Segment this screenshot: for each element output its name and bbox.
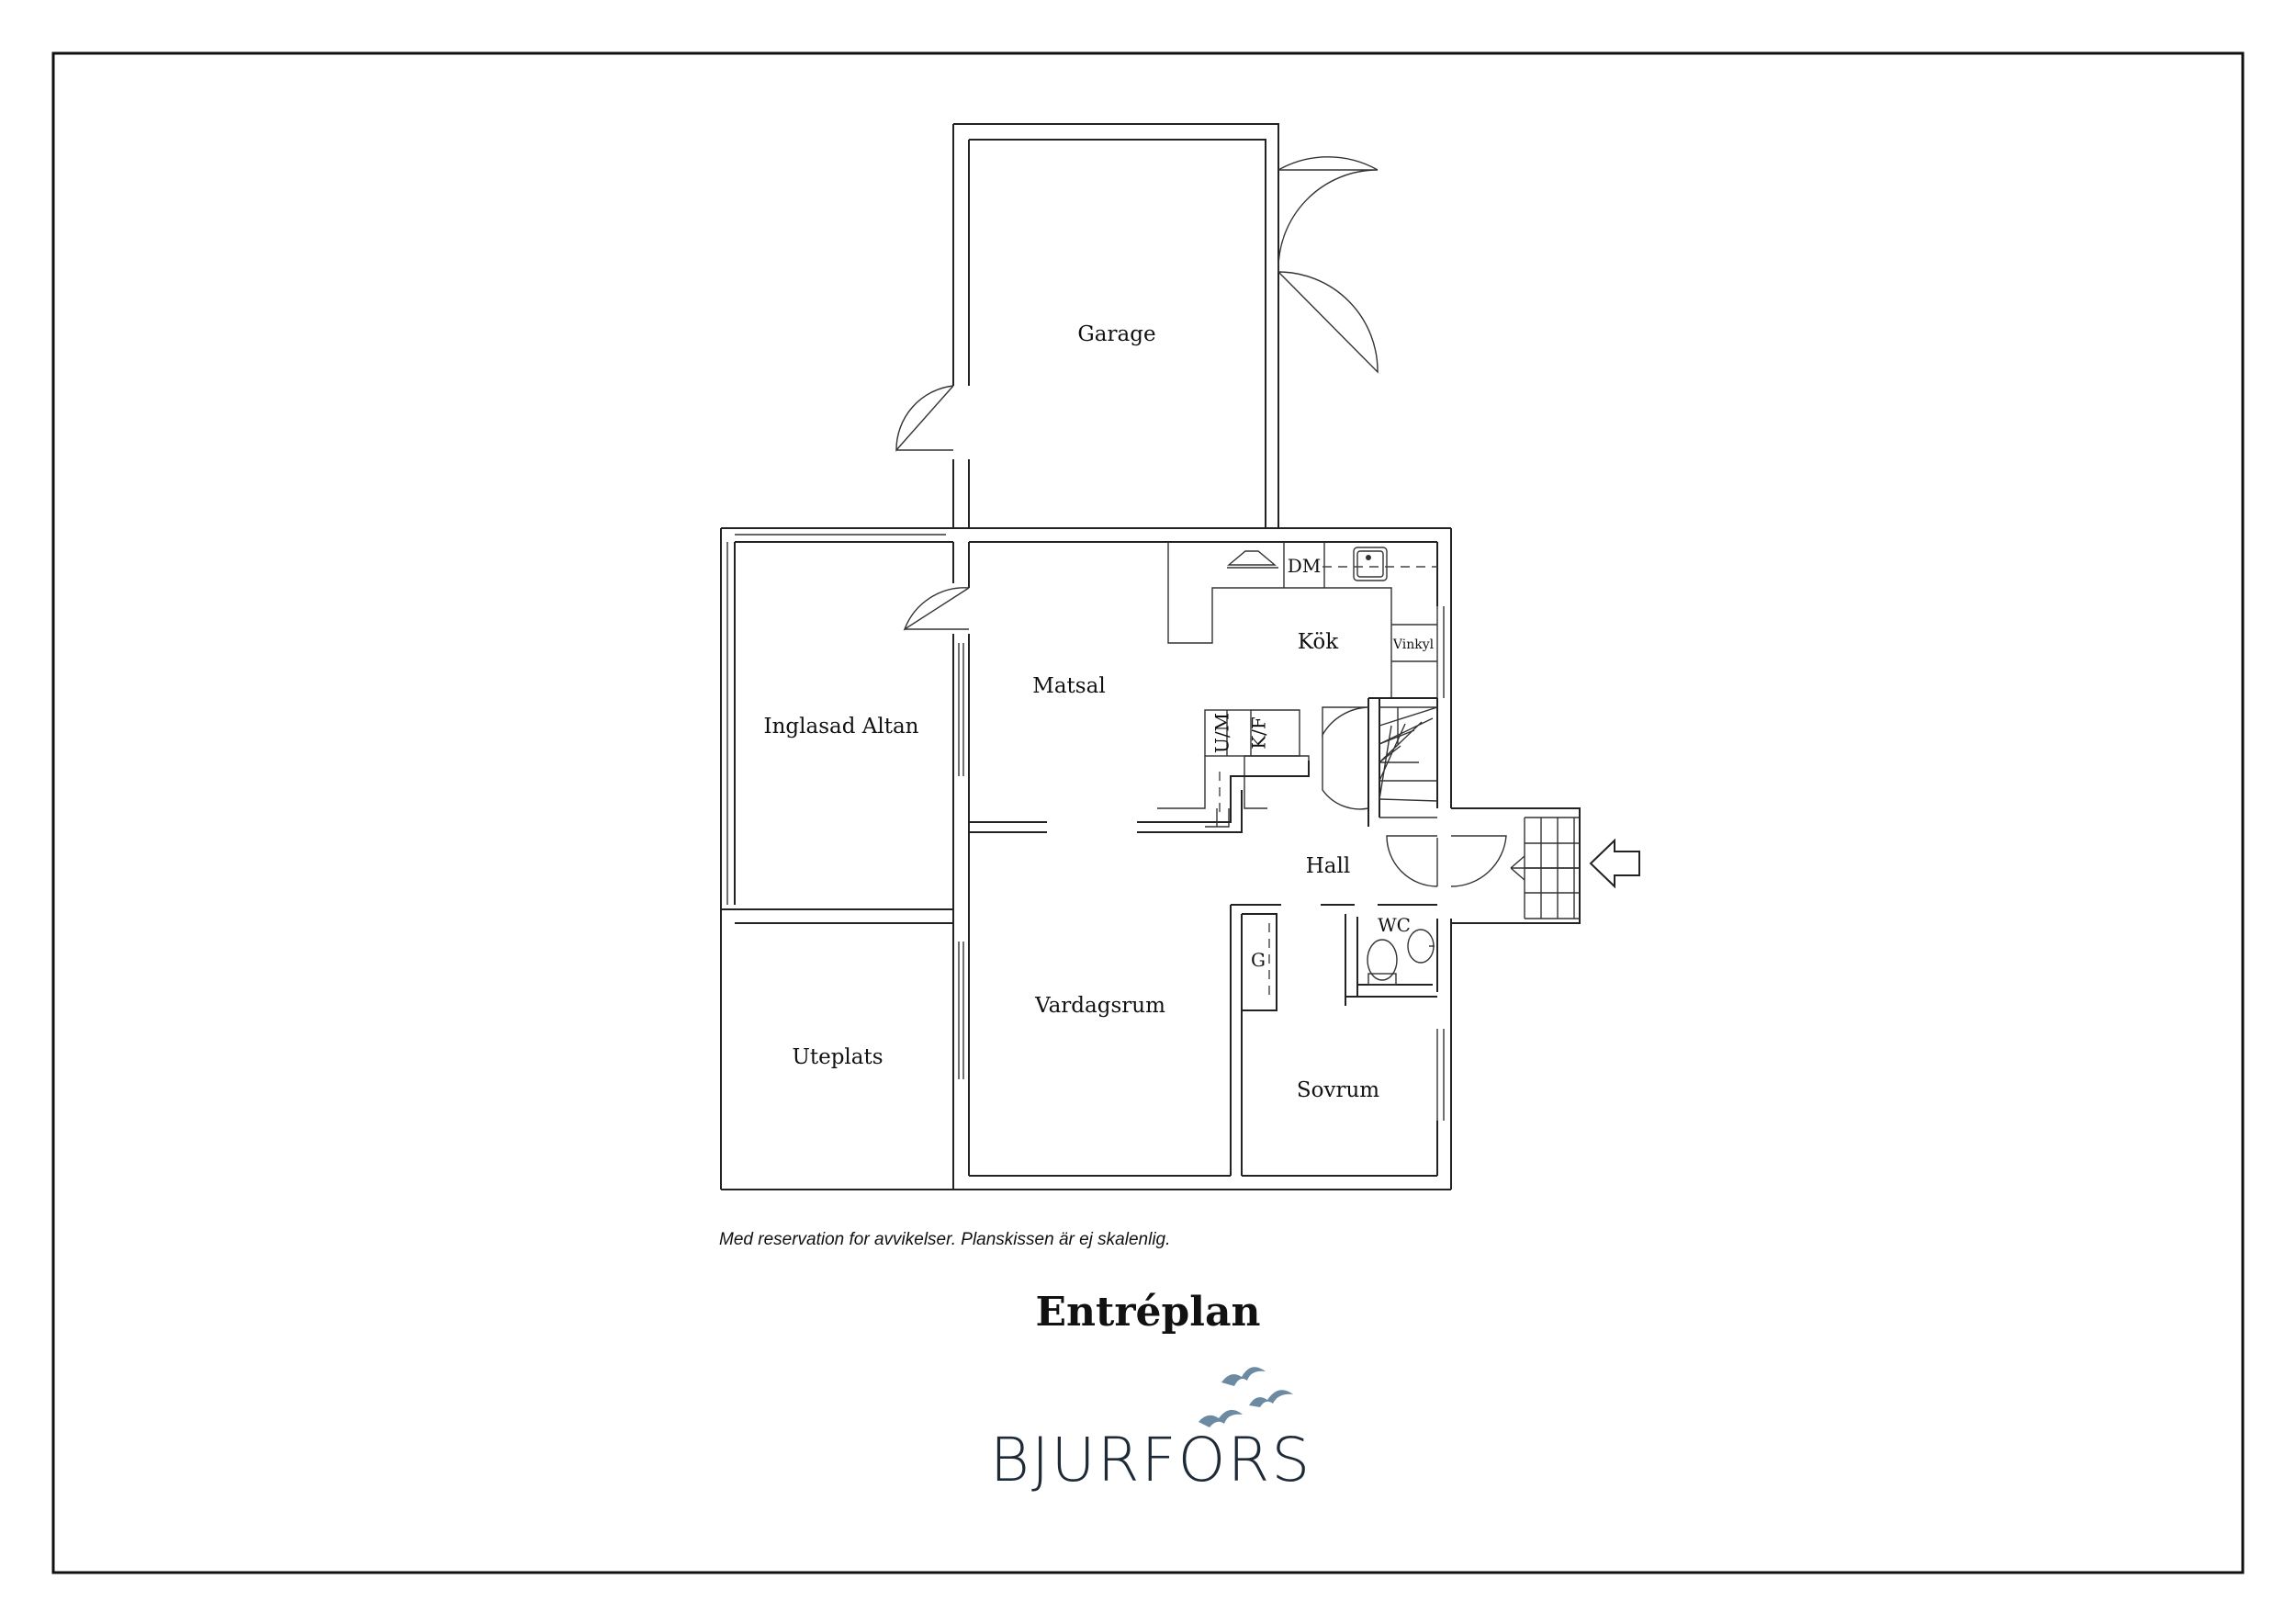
room-label-living: Vardagsrum — [1034, 994, 1165, 1018]
room-label-wc: WC — [1378, 914, 1411, 936]
fixture-label-washer-dryer: U/M — [1211, 713, 1233, 753]
room-label-garage: Garage — [1077, 322, 1155, 346]
disclaimer: Med reservation for avvikelser. Planskis… — [719, 1230, 1170, 1249]
fixture-label-fridge-freezer: K/F — [1248, 716, 1270, 750]
room-label-bedroom: Sovrum — [1297, 1078, 1379, 1102]
kitchen-fixtures — [1157, 542, 1437, 828]
room-label-dining: Matsal — [1032, 674, 1105, 698]
wc-fixtures — [1321, 904, 1437, 1006]
brand-name: BJURFORS — [990, 1425, 1312, 1495]
garage-walls — [895, 123, 1379, 528]
fixture-label-wine-cooler: Vinkyl — [1392, 637, 1435, 652]
interior-walls — [969, 761, 1310, 1176]
birds-icon — [1199, 1367, 1293, 1427]
fixture-label-dishwasher: DM — [1288, 555, 1322, 577]
fixture-label-wardrobe: G — [1251, 949, 1266, 971]
entrance — [1386, 807, 1640, 924]
house-walls — [720, 527, 1452, 1190]
room-label-patio: Uteplats — [792, 1045, 883, 1069]
staircase — [1322, 697, 1438, 827]
room-label-hall: Hall — [1306, 854, 1350, 878]
room-label-glazed-terrace: Inglasad Altan — [764, 715, 919, 739]
room-label-kitchen: Kök — [1298, 630, 1339, 654]
page-border — [51, 51, 2245, 1574]
plan-title: Entréplan — [1035, 1289, 1260, 1336]
entrance-arrow-icon — [1589, 838, 1640, 889]
